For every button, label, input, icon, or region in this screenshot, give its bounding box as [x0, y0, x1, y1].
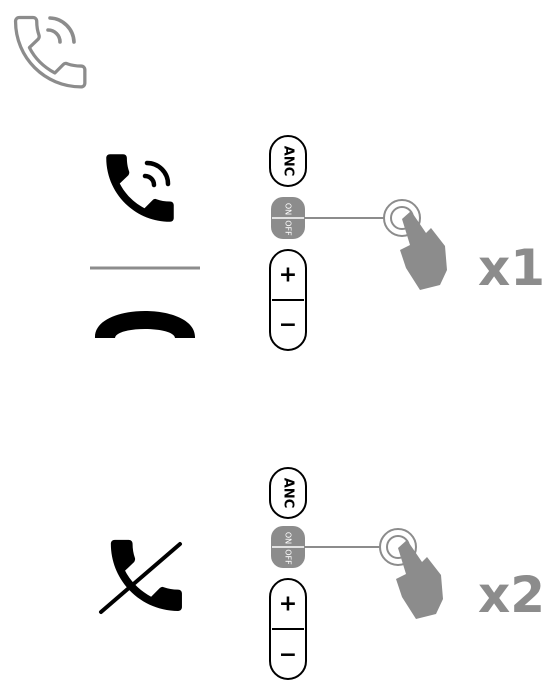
switch-on-label: ON: [284, 532, 293, 544]
phone-rejected-icon: [99, 539, 182, 614]
control-panel-bottom: ANC ON OFF + − x2: [269, 467, 545, 680]
control-panel-top: ANC ON OFF + − x1: [269, 135, 545, 351]
volume-down-label[interactable]: −: [279, 313, 297, 338]
phone-call-outline-icon: [13, 15, 87, 89]
anc-button[interactable]: ANC: [269, 135, 307, 187]
anc-label: ANC: [281, 478, 296, 508]
anc-button[interactable]: ANC: [269, 467, 307, 519]
tap-count-label: x2: [478, 566, 545, 624]
tap-hand-icon: [383, 199, 447, 290]
volume-up-label[interactable]: +: [279, 263, 297, 288]
tap-hand-icon: [379, 528, 443, 619]
anc-power-switch[interactable]: ON OFF: [271, 526, 305, 568]
volume-rocker[interactable]: + −: [269, 578, 307, 680]
switch-on-label: ON: [284, 203, 293, 215]
volume-down-label[interactable]: −: [279, 643, 297, 668]
tap-count-label: x1: [478, 239, 545, 297]
hang-up-icon: [94, 311, 196, 338]
volume-rocker[interactable]: + −: [269, 249, 307, 351]
anc-power-switch[interactable]: ON OFF: [271, 197, 305, 239]
phone-ringing-icon: [106, 154, 174, 222]
volume-up-label[interactable]: +: [279, 592, 297, 617]
switch-off-label: OFF: [284, 220, 293, 236]
anc-label: ANC: [281, 146, 296, 176]
switch-off-label: OFF: [284, 549, 293, 565]
